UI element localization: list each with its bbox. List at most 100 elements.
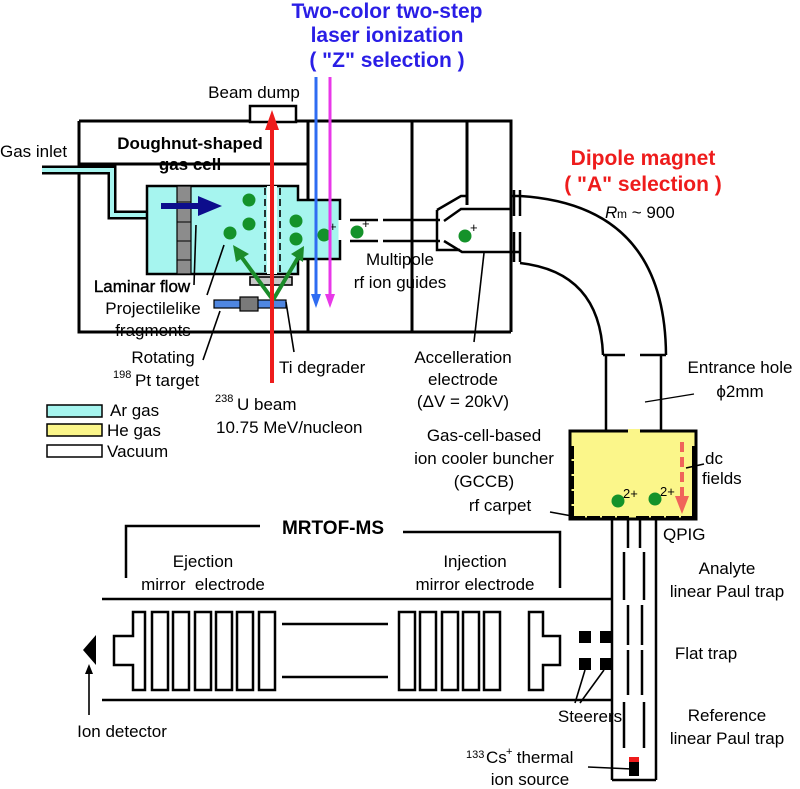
steerer [600,658,612,670]
reference-trap-label-line1: Reference [688,706,766,725]
rm-subscript: m [617,207,627,221]
u-beam-label: 238 U beam [215,393,297,414]
cs-line2: ion source [491,770,569,789]
flat-trap-label: Flat trap [675,644,737,663]
u-mass: 238 [215,393,233,405]
gccb-label-line2: ion cooler buncher [414,449,554,468]
ion-charge: + [329,219,337,234]
steerers-label: Steerers [558,707,622,726]
rm-symbol: R [605,203,617,222]
rotating-label: Rotating [131,348,194,367]
ion [648,492,662,506]
laser-title-line3: ( "Z" selection ) [309,49,464,72]
gas-inlet-label: Gas inlet [0,142,67,161]
dc-fields-label-line1: dc [705,449,723,468]
ion [458,229,472,243]
ion [317,228,331,242]
ion-charge: 2+ [660,484,675,499]
fragments-leader [206,244,225,296]
laser-title-line1: Two-color two-step [292,0,483,23]
ion [289,232,303,246]
laminar-flow-label: Laminar flow [94,277,191,296]
dipole-title-line2: ( "A" selection ) [564,173,722,196]
steerer [579,631,591,643]
analyte-trap-label-line1: Analyte [699,559,756,578]
accel-label-line3: (ΔV = 20kV) [417,392,509,411]
beam-energy-label: 10.75 MeV/nucleon [216,418,363,437]
legend-swatch-vacuum [46,444,103,458]
legend-label-vacuum: Vacuum [107,442,168,461]
legend-swatch-ar [46,404,103,418]
ion-detector [83,635,96,715]
steerer [600,631,612,643]
ejection-label-line2: mirror electrode [141,575,265,594]
mrtof-ms [102,524,612,704]
ion-charge: + [362,216,370,231]
ion [242,193,256,207]
cs-source-label: 133 Cs + thermal ion source [466,746,633,789]
rotating-pt-target [213,296,287,312]
acceleration-electrode: + [435,194,511,343]
ion [242,217,256,231]
ti-degrader-label: Ti degrader [279,358,366,377]
entrance-hole-label-line2: ϕ2mm [716,382,763,401]
uranium-beam-arrow [265,110,279,383]
pt-mass: 198 [113,369,131,381]
laser-title-line2: laser ionization [311,24,464,47]
ion [289,214,303,228]
target-leader [202,310,221,361]
pt-target-label: 198 Pt target [113,369,200,390]
dc-fields-label-line2: fields [702,469,742,488]
gas-cell-label-line1: Doughnut-shaped [117,134,262,153]
accel-label-line1: Accelleration [414,348,511,367]
cs-symbol: Cs [486,748,507,767]
multipole-label-line1: Multipole [366,250,434,269]
gas-inlet-pipe [42,165,147,220]
ejection-label-line1: Ejection [173,552,233,571]
beam-dump-label: Beam dump [208,83,300,102]
gccb-cell: 2+ 2+ [549,393,705,521]
ion-charge: + [470,220,478,235]
u-beam-text: U beam [237,395,297,414]
multipole-rf-ion-guides: + [350,216,440,243]
projectile-label-line2: fragments [115,321,191,340]
legend-swatch-he [46,423,103,437]
ion-detector-label: Ion detector [77,722,167,741]
mrtof-label: MRTOF-MS [282,518,384,539]
main-chamber [77,119,513,334]
accel-label-line2: electrode [428,370,498,389]
pt-target-text: Pt target [135,371,200,390]
rf-carpet-label: rf carpet [469,496,532,515]
ion [611,494,625,508]
legend-label-ar: Ar gas [110,401,159,420]
laser-beams [311,77,335,308]
ion [223,226,237,240]
trap-column [610,520,658,782]
ion-charge: 2+ [623,486,638,501]
cs-thermal: thermal [512,748,573,767]
rm-label: R m ~ 900 [605,203,675,222]
gccb-label-line1: Gas-cell-based [427,426,541,445]
ions-in-gas-cell: + [223,193,337,246]
analyte-trap-label-line2: linear Paul trap [670,582,784,601]
injection-label-line1: Injection [443,552,506,571]
gccb-label-line3: (GCCB) [454,472,514,491]
reference-trap-label-line2: linear Paul trap [670,729,784,748]
laminar-flow-arrow [161,196,222,216]
dipole-title-line1: Dipole magnet [571,147,716,170]
rm-value: ~ 900 [627,203,675,222]
legend: Ar gas He gas Vacuum [46,401,168,461]
dipole-magnet [511,190,668,430]
degrader-leader [285,301,295,353]
projectile-label-line1: Projectilelike [105,299,200,318]
gas-cell-label-line2: gas cell [159,155,221,174]
cs-mass: 133 [466,749,484,761]
cs-ion-source [629,762,639,776]
fragment-arrows [233,245,304,302]
steerer [579,658,591,670]
legend-label-he: He gas [107,421,161,440]
entrance-hole-label-line1: Entrance hole [688,358,793,377]
ion [350,225,364,239]
laminar-leader [193,224,197,286]
